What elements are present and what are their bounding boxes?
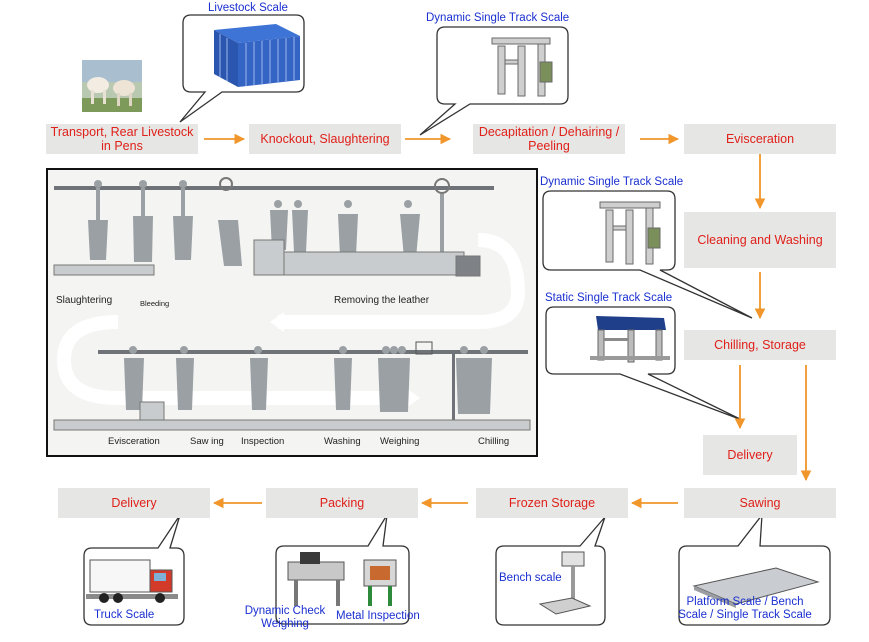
stage-bleeding: Bleeding (140, 299, 170, 308)
stage-inspection: Inspection (241, 436, 285, 447)
bench-scale-illustration (538, 551, 592, 615)
dynamic-track-top-bubble (419, 26, 569, 136)
label-platform-scale: Platform Scale / Bench Scale / Single Tr… (678, 596, 812, 621)
step-cleaning: Cleaning and Washing (684, 212, 836, 268)
step-frozen-storage: Frozen Storage (476, 488, 628, 518)
truck-illustration (86, 559, 178, 603)
step-sawing: Sawing (684, 488, 836, 518)
label-dynamic-track-side: Dynamic Single Track Scale (540, 176, 684, 188)
label-truck-scale: Truck Scale (94, 609, 155, 621)
livestock-photo (82, 60, 142, 112)
stage-chilling: Chilling (478, 436, 510, 447)
label-bench-scale: Bench scale (499, 572, 562, 584)
static-track-illustration (590, 316, 670, 363)
stage-evisceration: Evisceration (108, 436, 160, 447)
label-static-track: Static Single Track Scale (545, 292, 673, 304)
stage-washing: Washing (324, 436, 361, 447)
step-delivery-mid: Delivery (703, 435, 797, 475)
step-decapitation: Decapitation / Dehairing / Peeling (473, 124, 625, 154)
label-dynamic-track-top: Dynamic Single Track Scale (426, 12, 570, 24)
metal-detector-illustration (363, 559, 397, 606)
livestock-cage-illustration (214, 24, 300, 87)
label-metal-inspection: Metal Inspection (336, 610, 420, 622)
step-packing: Packing (266, 488, 418, 518)
step-chilling: Chilling, Storage (684, 330, 836, 360)
bench-scale-bubble (495, 516, 606, 626)
label-check-weighing: Dynamic Check Weighing (244, 605, 326, 630)
stage-weighing: Weighing (380, 436, 420, 447)
step-delivery-end: Delivery (58, 488, 210, 518)
stage-sawing: Saw ing (190, 436, 224, 447)
stage-slaughtering: Slaughtering (56, 295, 113, 306)
checkweigher-illustration (287, 552, 345, 606)
label-livestock-scale: Livestock Scale (208, 2, 288, 14)
stage-removing-leather: Removing the leather (334, 295, 430, 306)
step-knockout: Knockout, Slaughtering (249, 124, 401, 154)
dynamic-track-top-illustration (491, 37, 553, 97)
dynamic-track-side-illustration (599, 201, 661, 265)
step-transport: Transport, Rear Livestock in Pens (46, 124, 198, 154)
static-track-bubble (545, 306, 743, 421)
slaughter-process-diagram: Slaughtering Bleeding Removing the leath… (46, 168, 538, 457)
platform-scale-illustration (692, 567, 820, 608)
step-evisceration: Evisceration (684, 124, 836, 154)
